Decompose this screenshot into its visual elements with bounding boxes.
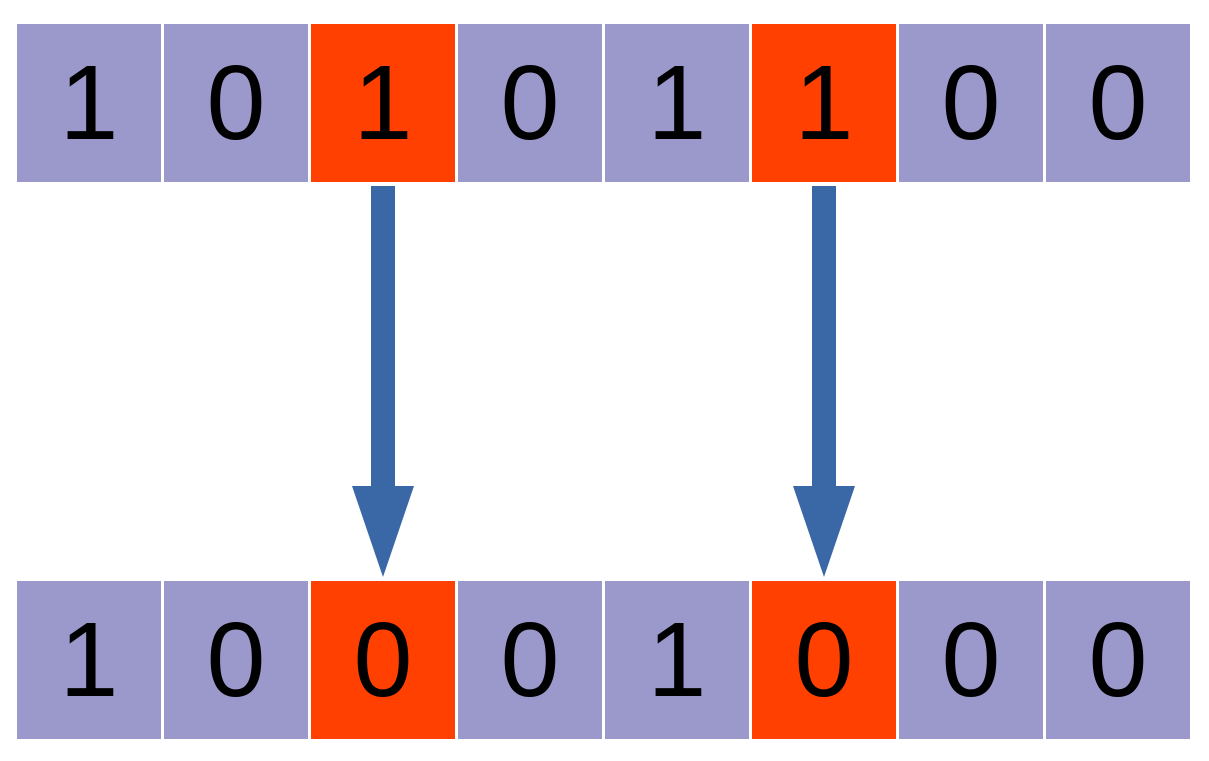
bit-cell: 0 (1046, 24, 1190, 182)
bit-cell: 0 (311, 581, 455, 739)
down-arrow-icon (793, 186, 855, 577)
bit-cell: 1 (752, 24, 896, 182)
bit-cell: 0 (899, 581, 1043, 739)
flipped-bit-row: 1 0 0 0 1 0 0 0 (17, 581, 1190, 739)
bit-cell: 0 (752, 581, 896, 739)
bit-cell: 0 (899, 24, 1043, 182)
down-arrow-icon (352, 186, 414, 577)
bit-cell: 1 (17, 581, 161, 739)
bit-cell: 0 (458, 581, 602, 739)
bit-cell: 1 (605, 24, 749, 182)
bit-cell: 0 (164, 581, 308, 739)
bit-cell: 1 (311, 24, 455, 182)
bit-cell: 1 (605, 581, 749, 739)
bit-cell: 1 (17, 24, 161, 182)
bit-cell: 0 (458, 24, 602, 182)
bit-cell: 0 (164, 24, 308, 182)
original-bit-row: 1 0 1 0 1 1 0 0 (17, 24, 1190, 182)
bit-cell: 0 (1046, 581, 1190, 739)
